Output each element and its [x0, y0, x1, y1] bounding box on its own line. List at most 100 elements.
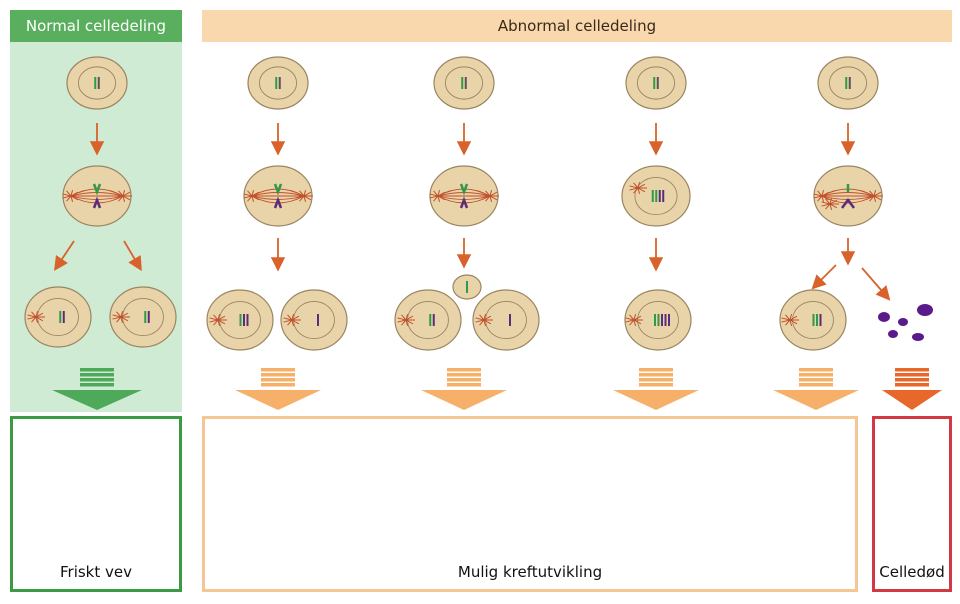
spindle-fiber [243, 193, 253, 197]
arrow-stripe [639, 378, 673, 382]
spindle-fiber [429, 193, 439, 197]
spindle-fiber [825, 203, 831, 210]
interphase-cell [625, 56, 687, 110]
chromosome-purple [841, 197, 855, 209]
spindle-fiber [405, 313, 409, 321]
spindle-fiber [433, 195, 439, 202]
arrow-stripe [799, 378, 833, 382]
abnormal-division-header: Abnormal celledeling [202, 10, 952, 42]
spindle-fiber [873, 195, 877, 203]
spindle-fiber [27, 314, 37, 318]
interphase-cell [247, 56, 309, 110]
spindle-fiber [217, 319, 226, 325]
spindle-fiber [112, 314, 122, 318]
daughter-cell [472, 289, 540, 351]
spindle-fiber [303, 191, 312, 197]
arrow-stripe [447, 373, 481, 377]
spindle-fiber [873, 189, 877, 197]
spindle-fiber [817, 195, 823, 202]
spindle-fiber [433, 190, 439, 197]
spindle-fiber [821, 189, 825, 197]
spindle-fiber [66, 195, 72, 202]
spindle-fiber [489, 195, 498, 201]
arrow-stripe [799, 368, 833, 372]
chromosome-purple [92, 196, 102, 209]
mitotic-cell [621, 165, 691, 227]
spindle-fiber [283, 317, 293, 321]
spindle-fiber [821, 195, 825, 203]
spindle-fiber [483, 313, 487, 321]
spindle-fiber [116, 316, 122, 323]
cell-nucleus [258, 66, 298, 100]
interphase-cell [817, 56, 879, 110]
apoptotic-body [917, 304, 933, 316]
spindle-fiber [483, 315, 492, 321]
result-arrow [613, 368, 699, 410]
spindle-fiber [397, 319, 407, 323]
spindle-fiber [291, 315, 300, 321]
spindle-fiber [27, 316, 37, 320]
chromosome-purple [273, 196, 283, 209]
apoptotic-body [888, 330, 898, 338]
daughter-cell [624, 289, 692, 351]
result-arrow [421, 368, 507, 410]
cell-nucleus [444, 66, 484, 100]
spindle-fiber [287, 314, 293, 321]
apoptotic-body [878, 312, 890, 322]
daughter-cell [394, 289, 462, 351]
chromosome-green [273, 183, 283, 196]
arrow-stripe [447, 378, 481, 382]
spindle-fiber [209, 319, 219, 323]
spindle-fiber [251, 195, 255, 203]
cell-death-panel: Celledød [872, 416, 952, 592]
healthy-tissue-label: Friskt vev [59, 563, 132, 581]
arrow-stripe [261, 373, 295, 377]
spindle-fiber [829, 199, 838, 205]
spindle-fiber [243, 195, 253, 199]
interphase-cell [433, 56, 495, 110]
spindle-fiber [287, 319, 293, 326]
apoptotic-body [912, 333, 924, 341]
spindle-fiber [633, 313, 637, 321]
spindle-fiber [35, 316, 44, 322]
arrow-stripe [639, 368, 673, 372]
spindle-fiber [821, 203, 831, 207]
interphase-cell [66, 56, 128, 110]
arrow-stripe [447, 368, 481, 372]
spindle-fiber [405, 315, 414, 321]
cell-death-label: Celledød [879, 563, 945, 581]
chromosome-green [92, 183, 102, 196]
spindle-fiber [873, 195, 882, 201]
spindle-fiber [217, 313, 221, 321]
spindle-fiber [66, 190, 72, 197]
spindle-fiber [873, 191, 882, 197]
spindle-fiber [303, 195, 312, 201]
spindle-fiber [303, 189, 307, 197]
result-arrow [882, 368, 942, 410]
spindle-fiber [637, 187, 646, 193]
spindle-fiber [483, 319, 492, 325]
arrow-stripe [639, 373, 673, 377]
spindle-fiber [120, 316, 124, 324]
arrow-head [52, 390, 142, 410]
spindle-fiber [829, 203, 833, 211]
process-arrow [54, 240, 75, 271]
spindle-fiber [625, 317, 635, 321]
spindle-fiber [785, 319, 791, 326]
spindle-fiber [291, 319, 295, 327]
spindle-fiber [35, 312, 44, 318]
spindle-fiber [122, 195, 126, 203]
spindle-fiber [781, 319, 791, 323]
spindle-fiber [251, 189, 255, 197]
spindle-fiber [120, 312, 129, 318]
arrow-stripe [80, 373, 114, 377]
arrow-stripe [261, 378, 295, 382]
spindle-fiber [637, 187, 641, 195]
spindle-fiber [825, 198, 831, 205]
spindle-fiber [31, 316, 37, 323]
spindle-fiber [629, 187, 639, 191]
spindle-fiber [70, 195, 74, 203]
spindle-fiber [829, 203, 838, 209]
chromosome-green [459, 183, 469, 196]
spindle-fiber [62, 193, 72, 197]
